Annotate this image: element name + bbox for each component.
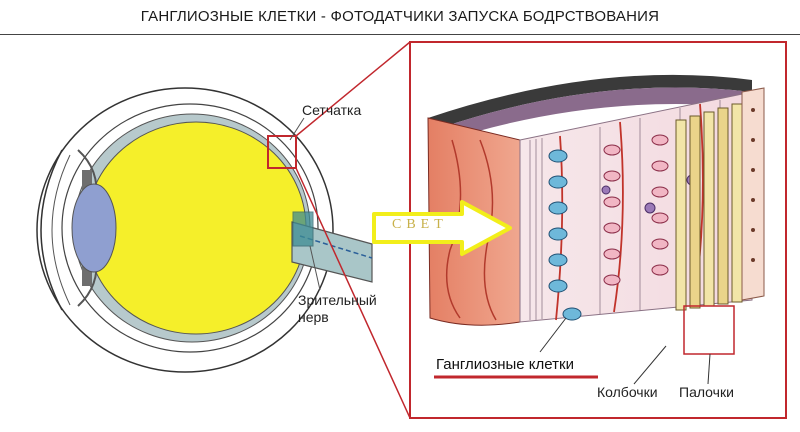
light-arrow [372,200,512,256]
optic-nerve-label-line1: Зрительный [298,292,377,308]
page-title: ГАНГЛИОЗНЫЕ КЛЕТКИ - ФОТОДАТЧИКИ ЗАПУСКА… [140,8,660,25]
cornea [40,149,63,311]
title-divider [0,34,800,35]
vitreous-body [85,121,307,335]
optic-nerve-label-line2: нерв [298,309,329,325]
optic-disc-highlight [292,211,314,247]
light-label: СВЕТ [392,217,448,232]
eye-cross-section [36,41,411,419]
rods-label: Палочки [679,384,734,400]
cones-label: Колбочки [597,384,658,400]
ganglion-cells-label: Ганглиозные клетки [436,356,574,373]
photoreceptor-highlight-box [683,305,735,355]
lens [71,183,117,273]
retina-detail-illustration [427,74,765,385]
retina-highlight-box [267,135,297,169]
retina-label: Сетчатка [302,102,362,118]
optic-nerve-label: Зрительный нерв [298,292,398,326]
